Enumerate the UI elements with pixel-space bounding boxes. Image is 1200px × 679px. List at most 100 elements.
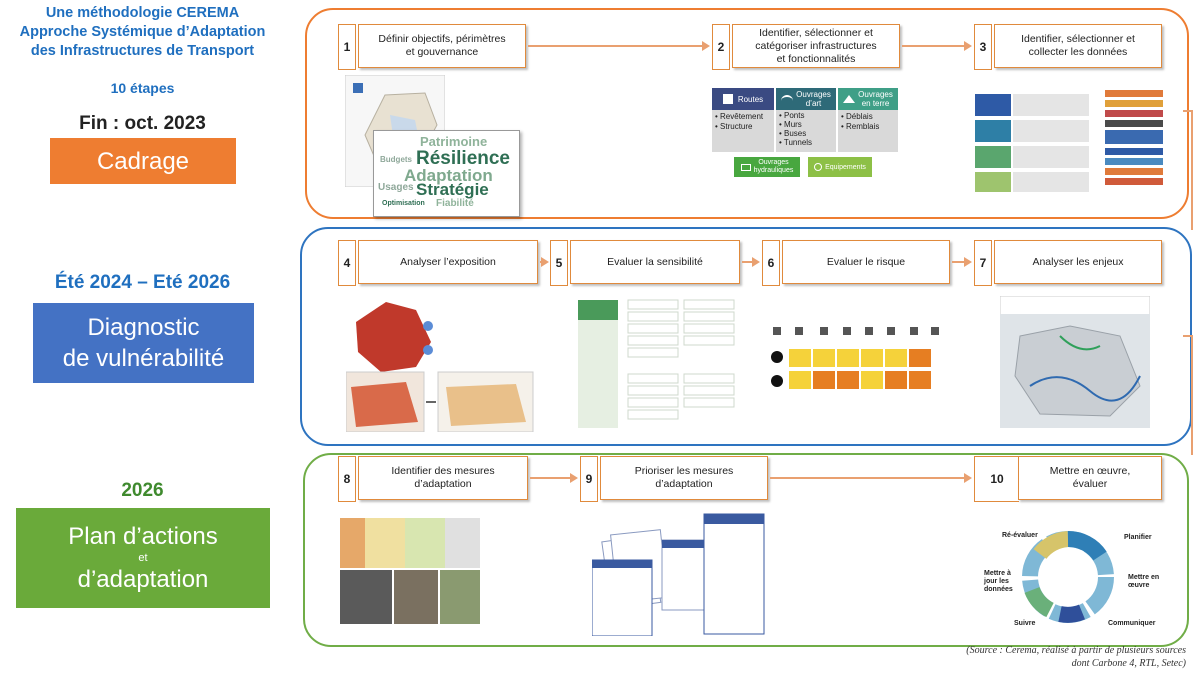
card-routes-item-2: • Structure [715,122,753,131]
step-4-box: Analyser l’exposition [358,240,538,284]
step-8-line1: Identifier des mesures [391,465,495,477]
step-8-line2: d’adaptation [414,478,472,490]
title-line-1: Une méthodologie CEREMA [45,5,240,21]
phase-diagnostic-label-1: Diagnostic [87,314,200,341]
step-6-box: Evaluer le risque [782,240,950,284]
arrow-9-10 [770,477,964,479]
arrow-6-7 [952,261,964,263]
prioritization-docs-thumbnail [592,513,765,636]
step-2-number: 2 [712,24,730,70]
phase-plan-label-1: Plan d’actions [68,523,218,550]
wc-word-4: Adaptation [404,166,493,185]
cycle-label-communiquer: Communiquer [1108,620,1156,627]
phase-diagnostic-date: Été 2024 – Eté 2026 [54,272,231,293]
card-equipements: Equipements [808,157,872,177]
connector-1-2 [1183,110,1193,230]
step-8-number: 8 [338,456,356,502]
step-6-number: 6 [762,240,780,286]
bridge-icon [781,95,794,103]
card-routes-header: Routes [712,88,774,110]
card-ouvrages-art-item-2: • Murs [779,120,802,129]
step-10-line1: Mettre en œuvre, [1049,465,1131,477]
card-ouvrages-terre-item-1: • Déblais [841,112,873,121]
phase-cadrage-label: Cadrage [96,147,190,175]
data-sources-thumbnail [975,90,1163,192]
card-routes-title: Routes [737,94,764,104]
arrow-8-9 [530,477,570,479]
card-ouvrages-art-title-1: Ouvrages [796,90,831,99]
phase-diagnostic: Diagnostic de vulnérabilité [33,303,254,383]
step-7-number: 7 [974,240,992,286]
step-7-box: Analyser les enjeux [994,240,1162,284]
arrow-8-9-head [570,473,578,483]
phase-plan-label-mid: et [138,552,148,564]
step-10-box: Mettre en œuvre,évaluer [1018,456,1162,500]
step-3-line1: Identifier, sélectionner et [1021,33,1135,45]
cycle-label-planifier: Planifier [1124,534,1152,541]
source-line-1: (Source : Cerema, réalisé à partir de pl… [966,645,1186,656]
step-9-line2: d’adaptation [655,478,713,490]
card-ouvrages-art-item-3: • Buses [779,129,807,138]
sensitivity-table-thumbnail [578,299,735,428]
card-routes-item-1: • Revêtement [715,112,764,121]
step-2-line3: et fonctionnalités [776,52,856,65]
step-5-line1: Evaluer la sensibilité [607,255,703,268]
step-2-line2: catégoriser infrastructures [755,39,877,52]
connector-2-3 [1183,335,1193,455]
card-equipements-title: Equipements [825,163,866,171]
measures-table-thumbnail [340,518,480,624]
arrow-1-2-head [702,41,710,51]
steps-count: 10 étapes [110,80,175,96]
step-4-line1: Analyser l’exposition [400,255,496,268]
phase-diagnostic-label-2: de vulnérabilité [62,345,225,372]
sign-icon [814,163,823,171]
cycle-label-maj-donnees: Mettre à jour les données [984,570,1013,593]
water-icon [740,163,751,171]
arrow-5-6-head [752,257,760,267]
arrow-1-2 [528,45,702,47]
card-ouvrages-terre-title-2: en terre [861,99,890,108]
step-4-number: 4 [338,240,356,286]
risk-matrix-thumbnail [771,327,939,389]
phase-plan-label-2: d’adaptation [77,566,209,593]
source-note: (Source : Cerema, réalisé à partir de pl… [966,644,1186,670]
step-3-line2: collecter les données [1028,46,1128,58]
step-2-line1: Identifier, sélectionner et [759,26,873,39]
step-5-number: 5 [550,240,568,286]
card-hydrauliques-title-1: Ouvrages [758,159,789,166]
step-3-number: 3 [974,24,992,70]
title-line-2: Approche Systémique d’Adaptation [19,24,266,40]
card-ouvrages-art-item-4: • Tunnels [779,138,813,147]
wc-word-3: Budgets [380,155,412,164]
step-9-number: 9 [580,456,598,502]
card-ouvrages-art-item-1: • Ponts [779,111,805,120]
phase-cadrage: Cadrage [50,138,236,184]
step-1-line1: Définir objectifs, périmètres [378,33,506,45]
cycle-label-suivre: Suivre [1014,620,1036,627]
wc-word-6: Stratégie [416,180,489,199]
stakes-map-thumbnail [1000,296,1150,428]
road-icon [722,94,733,104]
wc-word-5: Usages [378,182,414,193]
step-5-box: Evaluer la sensibilité [570,240,740,284]
embankment-icon [843,95,856,103]
wc-word-8: Fiabilité [436,198,474,209]
band-plan [303,453,1189,647]
methodology-title: Une méthodologie CEREMA Approche Systémi… [0,4,285,61]
source-line-2: dont Carbone 4, RTL, Setec) [1071,658,1186,669]
wordcloud: Patrimoine Résilience Budgets Adaptation… [373,130,520,217]
cycle-diagram [1022,530,1114,623]
card-hydrauliques-title-2: hydrauliques [753,167,794,174]
step-10-line2: évaluer [1072,478,1108,490]
arrow-6-7-head [964,257,972,267]
end-date: Fin : oct. 2023 [79,113,206,134]
step-9-line1: Prioriser les mesures [634,465,734,477]
arrow-2-3-head [964,41,972,51]
wc-word-2: Résilience [416,148,510,169]
